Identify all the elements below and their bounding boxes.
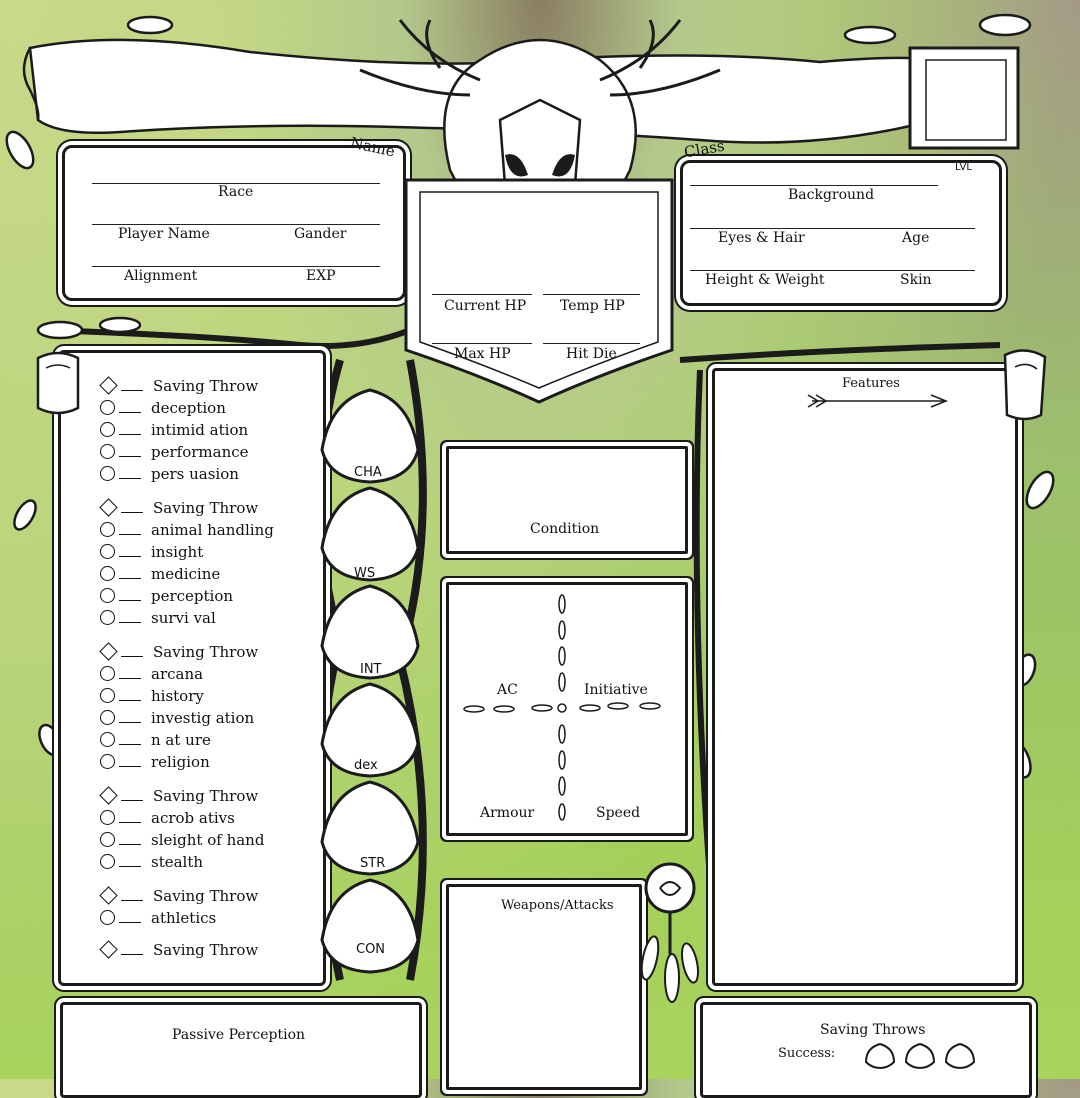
scroll-curl-right-icon <box>1003 349 1047 421</box>
current-hp-label: Current HP <box>444 298 527 314</box>
scroll-curl-icon <box>36 351 80 415</box>
ac-label: AC <box>497 682 518 698</box>
max-hp-label: Max HP <box>454 346 511 362</box>
wis-saving-throw[interactable]: Saving Throw <box>99 498 258 518</box>
skill-survival[interactable]: survi val <box>100 608 216 628</box>
features-label: Features <box>842 376 900 391</box>
age-label: Age <box>902 230 930 246</box>
features-panel <box>712 368 1018 986</box>
skill-investigation[interactable]: investig ation <box>100 708 254 728</box>
passive-perception-panel <box>60 1002 422 1098</box>
speed-label: Speed <box>596 805 641 821</box>
skill-acrobatics[interactable]: acrob ativs <box>100 808 235 828</box>
weapons-panel <box>446 884 642 1090</box>
exp-label: EXP <box>306 268 336 284</box>
skill-medicine[interactable]: medicine <box>100 564 220 584</box>
skill-insight[interactable]: insight <box>100 542 203 562</box>
success-marker-3 <box>944 1042 976 1070</box>
lvl-label: LVL <box>955 162 972 173</box>
int-saving-throw[interactable]: Saving Throw <box>99 642 258 662</box>
stat-stones <box>320 388 420 974</box>
combat-divider <box>463 594 661 821</box>
height-weight-label: Height & Weight <box>705 272 825 288</box>
stat-cha: CHA <box>354 465 382 480</box>
initiative-label: Initiative <box>584 682 648 698</box>
dex-saving-throw[interactable]: Saving Throw <box>99 786 258 806</box>
weapons-label: Weapons/Attacks <box>501 898 614 913</box>
charm-decoration <box>640 862 700 1003</box>
condition-label: Condition <box>530 521 600 537</box>
temp-hp-label: Temp HP <box>560 298 625 314</box>
hp-shield <box>404 178 674 404</box>
arrow-icon <box>807 394 949 408</box>
skill-persuasion[interactable]: pers uasion <box>100 464 239 484</box>
skill-stealth[interactable]: stealth <box>100 852 203 872</box>
skill-deception[interactable]: deception <box>100 398 226 418</box>
background-label: Background <box>788 187 875 203</box>
success-label: Success: <box>778 1046 836 1061</box>
alignment-label: Alignment <box>124 268 198 284</box>
stat-wis: WS <box>354 566 376 581</box>
skill-intimidation[interactable]: intimid ation <box>100 420 248 440</box>
skill-animal-handling[interactable]: animal handling <box>100 520 274 540</box>
skill-sleight-of-hand[interactable]: sleight of hand <box>100 830 264 850</box>
stat-dex: dex <box>354 758 378 773</box>
skill-perception[interactable]: perception <box>100 586 233 606</box>
stat-con: CON <box>356 942 386 957</box>
skill-nature[interactable]: n at ure <box>100 730 211 750</box>
condition-panel <box>446 446 688 554</box>
armour-label: Armour <box>480 805 535 821</box>
hit-die-label: Hit Die <box>566 346 617 362</box>
eyes-hair-label: Eyes & Hair <box>718 230 805 246</box>
saving-throws-label: Saving Throws <box>820 1022 926 1038</box>
str-saving-throw[interactable]: Saving Throw <box>99 886 258 906</box>
race-label: Race <box>218 184 254 200</box>
skill-religion[interactable]: religion <box>100 752 210 772</box>
skill-performance[interactable]: performance <box>100 442 249 462</box>
success-markers <box>864 1042 976 1070</box>
character-info-left <box>62 145 406 301</box>
skin-label: Skin <box>900 272 932 288</box>
stat-int: INT <box>360 662 382 677</box>
player-name-label: Player Name <box>118 226 210 242</box>
success-marker-2 <box>904 1042 936 1070</box>
cha-saving-throw[interactable]: Saving Throw <box>99 376 258 396</box>
con-saving-throw[interactable]: Saving Throw <box>99 940 258 960</box>
skill-athletics[interactable]: athletics <box>100 908 216 928</box>
gander-label: Gander <box>294 226 347 242</box>
success-marker-1 <box>864 1042 896 1070</box>
character-info-right <box>680 160 1002 306</box>
passive-perception-label: Passive Perception <box>172 1027 306 1043</box>
skill-arcana[interactable]: arcana <box>100 664 203 684</box>
stat-str: STR <box>360 856 386 871</box>
skill-history[interactable]: history <box>100 686 204 706</box>
